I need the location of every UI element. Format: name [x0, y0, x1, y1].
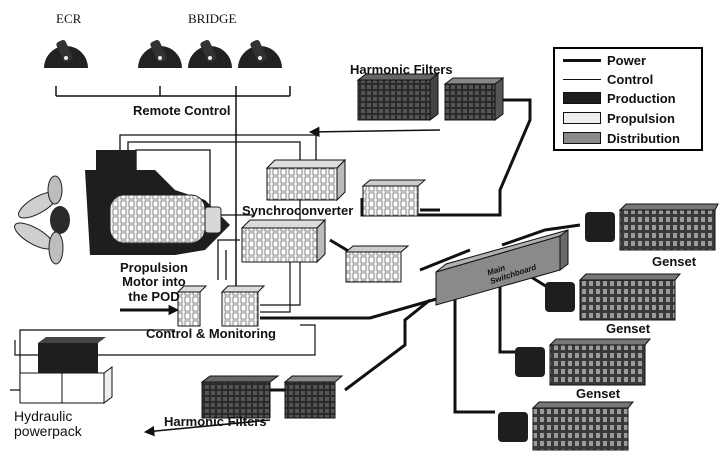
- bridge-control-lever-1: [138, 39, 182, 68]
- hydraulic-powerpack-label: Hydraulic powerpack: [14, 409, 82, 440]
- legend-distribution-label: Distribution: [607, 131, 680, 146]
- synchroconverter-lower: [242, 220, 325, 262]
- propulsion-motor-label-line2: Motor into: [120, 275, 188, 289]
- legend-item-power: Power: [563, 51, 646, 69]
- propulsion-motor-label-line1: Propulsion: [120, 261, 188, 275]
- transformer-upper: [363, 180, 425, 216]
- legend-item-distribution: Distribution: [563, 129, 680, 147]
- propeller-icon: [11, 176, 70, 264]
- genset-3: [515, 339, 650, 385]
- legend-production-box-icon: [563, 92, 601, 104]
- legend-item-production: Production: [563, 89, 676, 107]
- genset-2-label: Genset: [606, 322, 650, 336]
- harmonic-filters-bottom: [202, 376, 342, 418]
- propulsion-motor-label-line3: the POD: [120, 290, 188, 304]
- genset-2: [545, 274, 680, 320]
- legend-propulsion-label: Propulsion: [607, 111, 675, 126]
- legend-item-control: Control: [563, 70, 653, 88]
- arrow-top: [310, 130, 440, 132]
- harmonic-filters-bottom-label: Harmonic Filters: [164, 415, 267, 429]
- harmonic-filters-top: [358, 74, 503, 120]
- remote-control-label: Remote Control: [133, 104, 231, 118]
- bridge-label: BRIDGE: [188, 12, 236, 26]
- genset-4: [498, 402, 633, 450]
- synchroconverter-label: Synchroconverter: [242, 204, 353, 218]
- legend-power-label: Power: [607, 53, 646, 68]
- legend-control-line-icon: [563, 79, 601, 80]
- genset-1-label: Genset: [652, 255, 696, 269]
- legend-distribution-box-icon: [563, 132, 601, 144]
- hydraulic-powerpack-label-line1: Hydraulic: [14, 409, 82, 424]
- ecr-label: ECR: [56, 12, 81, 26]
- propulsion-motor-label: Propulsion Motor into the POD: [120, 261, 188, 304]
- propulsion-pod: [85, 150, 230, 255]
- bridge-control-lever-3: [238, 39, 282, 68]
- ecr-control-lever: [44, 39, 88, 68]
- legend-control-label: Control: [607, 72, 653, 87]
- control-monitoring-cabinets: [178, 286, 264, 326]
- legend-power-line-icon: [563, 59, 601, 62]
- genset-1: [585, 204, 718, 250]
- bridge-control-lever-2: [188, 39, 232, 68]
- synchroconverter-upper: [267, 160, 345, 200]
- control-monitoring-label: Control & Monitoring: [146, 327, 276, 341]
- transformer-lower: [346, 246, 408, 282]
- hydraulic-powerpack: [20, 337, 112, 403]
- genset-3-label: Genset: [576, 387, 620, 401]
- legend-item-propulsion: Propulsion: [563, 109, 675, 127]
- legend-production-label: Production: [607, 91, 676, 106]
- harmonic-filters-top-label: Harmonic Filters: [350, 63, 453, 77]
- hydraulic-powerpack-label-line2: powerpack: [14, 424, 82, 439]
- legend: Power Control Production Propulsion Dist…: [553, 47, 703, 151]
- legend-propulsion-box-icon: [563, 112, 601, 124]
